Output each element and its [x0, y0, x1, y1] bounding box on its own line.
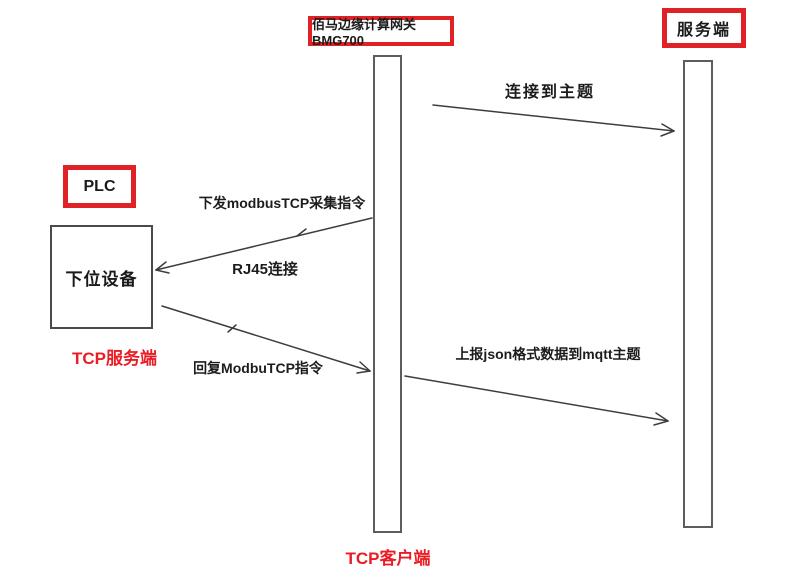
message-label-upload-json: 上报json格式数据到mqtt主题 [455, 346, 641, 362]
arrow-upload-json [404, 375, 669, 426]
message-label-send-modbus: 下发modbusTCP采集指令 [198, 195, 366, 211]
message-label-reply-modbus: 回复ModbuTCP指令 [193, 360, 323, 376]
server-title-label: 服务端 [676, 22, 731, 39]
plc-title-label: PLC [83, 177, 116, 195]
gateway-lifeline-bar [373, 55, 402, 533]
device-role-label: TCP服务端 [72, 349, 157, 368]
server-title-box: 服务端 [662, 8, 746, 48]
server-lifeline-bar [683, 60, 713, 528]
gateway-title-label: 佰马边缘计算网关BMG700 [312, 17, 417, 48]
message-label-connect-topic: 连接到主题 [504, 84, 595, 101]
device-box: 下位设备 [50, 225, 153, 329]
arrow-connect-topic [432, 104, 675, 137]
gateway-title-box: 佰马边缘计算网关BMG700 [308, 16, 454, 48]
plc-title-box: PLC [63, 165, 136, 208]
message-label-rj45-link: RJ45连接 [232, 261, 298, 278]
device-label: 下位设备 [65, 269, 138, 289]
gateway-role-label: TCP客户端 [345, 549, 431, 568]
